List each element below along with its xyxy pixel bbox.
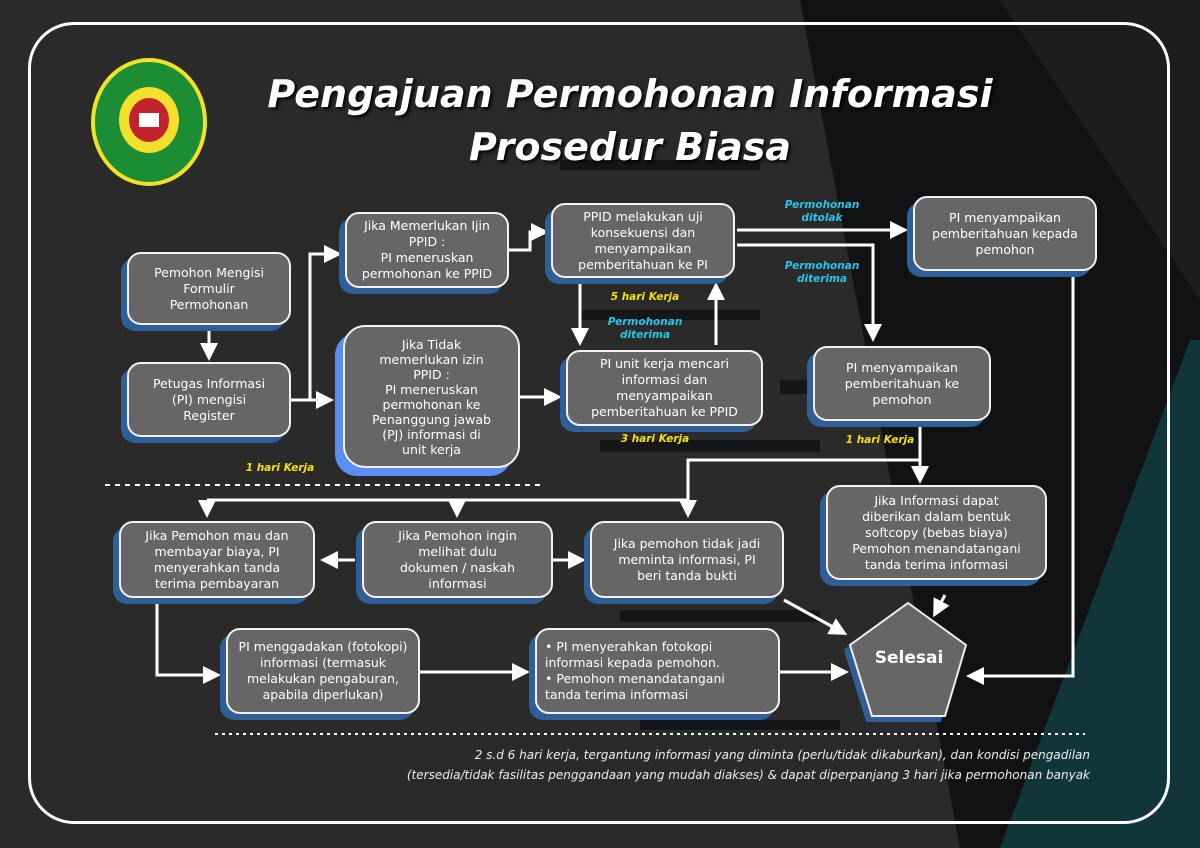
footer-note: 2 s.d 6 hari kerja, tergantung informasi… <box>406 748 1090 782</box>
title-line-2: Prosedur Biasa <box>468 125 792 169</box>
duration-label: 1 hari Kerja <box>245 462 315 474</box>
step-pay: Jika Pemohon mau dan membayar biaya, PI … <box>119 521 315 598</box>
arrow <box>509 223 549 252</box>
arrow <box>308 245 342 400</box>
step-notify-accepted: PI menyampaikan pemberitahuan ke pemohon <box>813 346 991 421</box>
end-pentagon <box>848 601 968 717</box>
step-fill-form: Pemohon Mengisi Formulir Permohonan <box>127 252 291 325</box>
step-register: Petugas Informasi (PI) mengisi Register <box>127 362 291 437</box>
step-no-ppid: Jika Tidak memerlukan izin PPID : PI men… <box>343 325 520 468</box>
duration-label: 3 hari Kerja <box>620 433 690 445</box>
status-label: Permohonan ditolak <box>784 199 860 224</box>
arrow <box>155 600 221 684</box>
step-photocopy: PI menggadakan (fotokopi) informasi (ter… <box>226 628 420 714</box>
duration-label: 5 hari Kerja <box>610 291 680 303</box>
arrow <box>933 594 950 618</box>
border-frame <box>28 22 1170 824</box>
step-softcopy: Jika Informasi dapat diberikan dalam ben… <box>826 485 1047 580</box>
step-unit-search: PI unit kerja mencari informasi dan meny… <box>566 350 763 426</box>
step-notify-rejected: PI menyampaikan pemberitahuan kepada pem… <box>913 196 1097 271</box>
step-ppid-test: PPID melakukan uji konsekuensi dan menya… <box>551 203 735 278</box>
step-cancel: Jika pemohon tidak jadi meminta informas… <box>590 521 784 598</box>
arrow <box>966 275 1075 685</box>
court-logo <box>91 58 207 186</box>
step-view-document: Jika Pemohon ingin melihat dulu dokumen … <box>362 521 553 598</box>
step-needs-ppid: Jika Memerlukan Ijin PPID : PI meneruska… <box>345 212 509 288</box>
title-line-1: Pengajuan Permohonan Informasi <box>267 72 993 116</box>
status-label: Permohonan diterima <box>607 316 683 341</box>
arrow <box>737 243 882 342</box>
end-label: Selesai <box>874 648 944 668</box>
arrow <box>783 598 848 635</box>
step-hand-over: • PI menyerahkan fotokopi informasi kepa… <box>535 628 780 714</box>
status-label: Permohonan diterima <box>784 260 860 285</box>
duration-label: 1 hari Kerja <box>845 434 915 446</box>
